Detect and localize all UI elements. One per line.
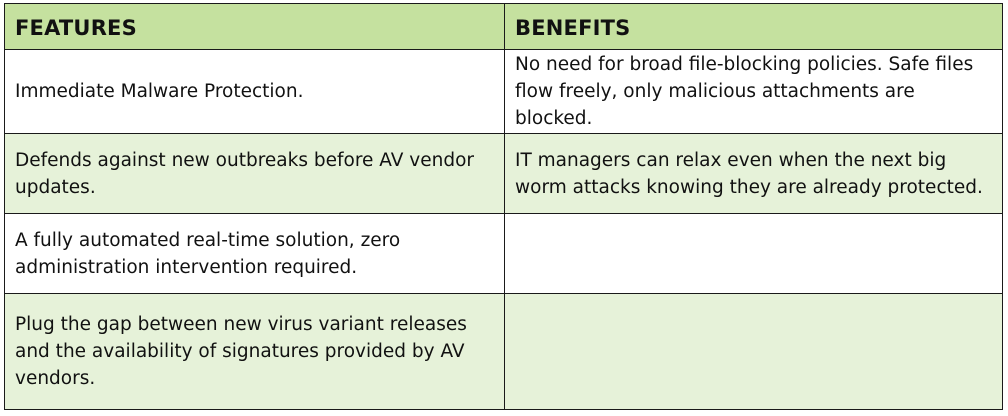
table-row: Defends against new outbreaks before AV … [4, 133, 1003, 214]
benefit-cell: IT managers can relax even when the next… [504, 133, 1003, 214]
table-row: A fully automated real-time solution, ze… [4, 213, 1003, 294]
table-row: Immediate Malware Protection. No need fo… [4, 49, 1003, 134]
features-benefits-table-container: FEATURES BENEFITS Immediate Malware Prot… [4, 3, 1003, 410]
feature-cell: A fully automated real-time solution, ze… [4, 213, 505, 294]
table-row: Plug the gap between new virus variant r… [4, 293, 1003, 410]
feature-cell: Defends against new outbreaks before AV … [4, 133, 505, 214]
feature-cell: Plug the gap between new virus variant r… [4, 293, 505, 410]
benefit-cell [504, 293, 1003, 410]
benefit-cell [504, 213, 1003, 294]
features-column-header: FEATURES [4, 3, 505, 50]
table-header-row: FEATURES BENEFITS [4, 3, 1003, 50]
benefit-cell: No need for broad file-blocking policies… [504, 49, 1003, 134]
benefits-column-header: BENEFITS [504, 3, 1003, 50]
features-benefits-table: FEATURES BENEFITS Immediate Malware Prot… [4, 3, 1003, 410]
feature-cell: Immediate Malware Protection. [4, 49, 505, 134]
